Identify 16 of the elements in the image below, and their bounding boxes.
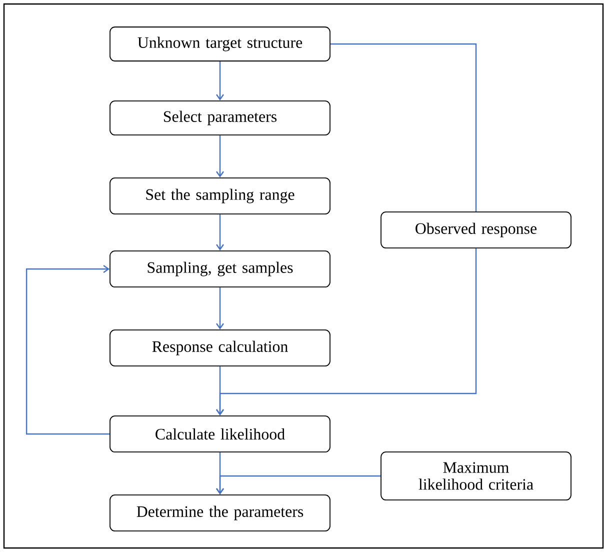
arrow xyxy=(216,135,224,178)
process-box: Calculate likelihood xyxy=(110,416,330,452)
arrow xyxy=(216,287,224,330)
process-box: Set the sampling range xyxy=(110,178,330,214)
arrow xyxy=(216,61,224,101)
process-box: Sampling, get samples xyxy=(110,250,330,288)
arrow xyxy=(216,475,381,495)
input-box: Maximum likelihood criteria xyxy=(380,452,572,500)
process-box: Select parameters xyxy=(110,100,330,136)
arrow xyxy=(216,214,224,251)
arrow xyxy=(26,265,110,435)
input-box: Observed response xyxy=(380,212,572,248)
process-box: Determine the parameters xyxy=(110,494,330,532)
arrow xyxy=(216,248,477,416)
process-box: Unknown target structure xyxy=(110,26,330,62)
process-box: Response calculation xyxy=(110,330,330,366)
